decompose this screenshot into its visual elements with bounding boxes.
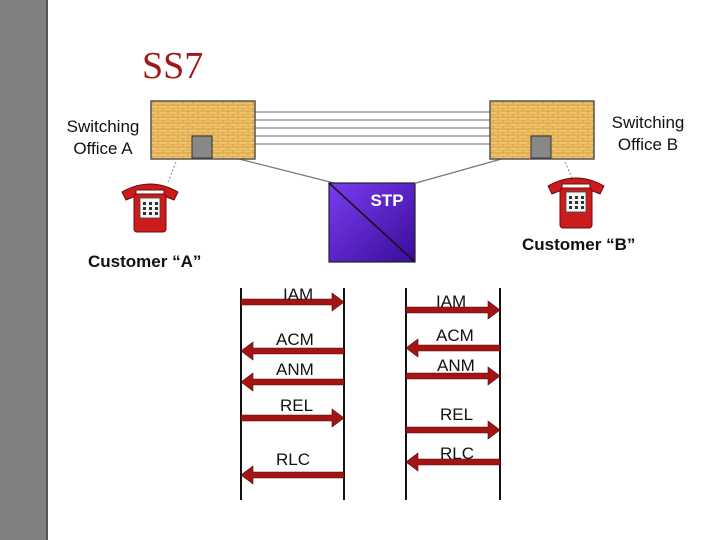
stp-node — [328, 182, 416, 263]
message-arrow — [240, 341, 345, 361]
customer-a-label: Customer “A” — [88, 252, 202, 271]
slide-sidebar — [0, 0, 48, 540]
timelines — [240, 288, 501, 500]
message-label: RLC — [276, 450, 311, 469]
message-arrow — [240, 408, 345, 428]
loop-b — [564, 161, 573, 179]
loop-a — [167, 161, 177, 183]
message-arrow — [240, 465, 345, 485]
message-label: IAM — [436, 292, 467, 311]
message-label: ACM — [436, 326, 474, 345]
office-b-line1: Switching — [611, 113, 685, 132]
message-label: REL — [280, 396, 314, 415]
message-arrows — [240, 292, 501, 485]
message-label: ANM — [276, 360, 314, 379]
brick-building-icon — [489, 100, 595, 160]
stp-label: STP — [370, 191, 404, 210]
brick-building-icon — [150, 100, 256, 160]
message-arrow — [405, 300, 501, 320]
office-b-label: Switching Office B — [600, 112, 696, 156]
customer-b-label: Customer “B” — [522, 235, 636, 254]
office-b-line2: Office B — [617, 135, 679, 154]
slide-title: SS7 — [142, 45, 204, 87]
message-label: ACM — [276, 330, 314, 349]
office-a-line1: Switching — [66, 117, 140, 136]
message-label: RLC — [440, 444, 475, 463]
message-arrow — [405, 366, 501, 386]
message-label: REL — [440, 405, 474, 424]
message-label: ANM — [437, 356, 475, 375]
link-b-stp — [415, 157, 506, 184]
link-a-stp — [234, 157, 335, 184]
office-a-line2: Office A — [73, 139, 133, 158]
trunk-lines — [253, 111, 490, 145]
telephone-icon — [121, 183, 179, 233]
message-arrow — [240, 292, 345, 312]
message-arrow — [405, 452, 501, 472]
office-a-label: Switching Office A — [58, 116, 148, 160]
message-label: IAM — [283, 285, 314, 304]
message-arrow — [405, 420, 501, 440]
message-arrow — [240, 372, 345, 392]
telephone-icon — [547, 177, 605, 229]
message-arrow — [405, 338, 501, 358]
